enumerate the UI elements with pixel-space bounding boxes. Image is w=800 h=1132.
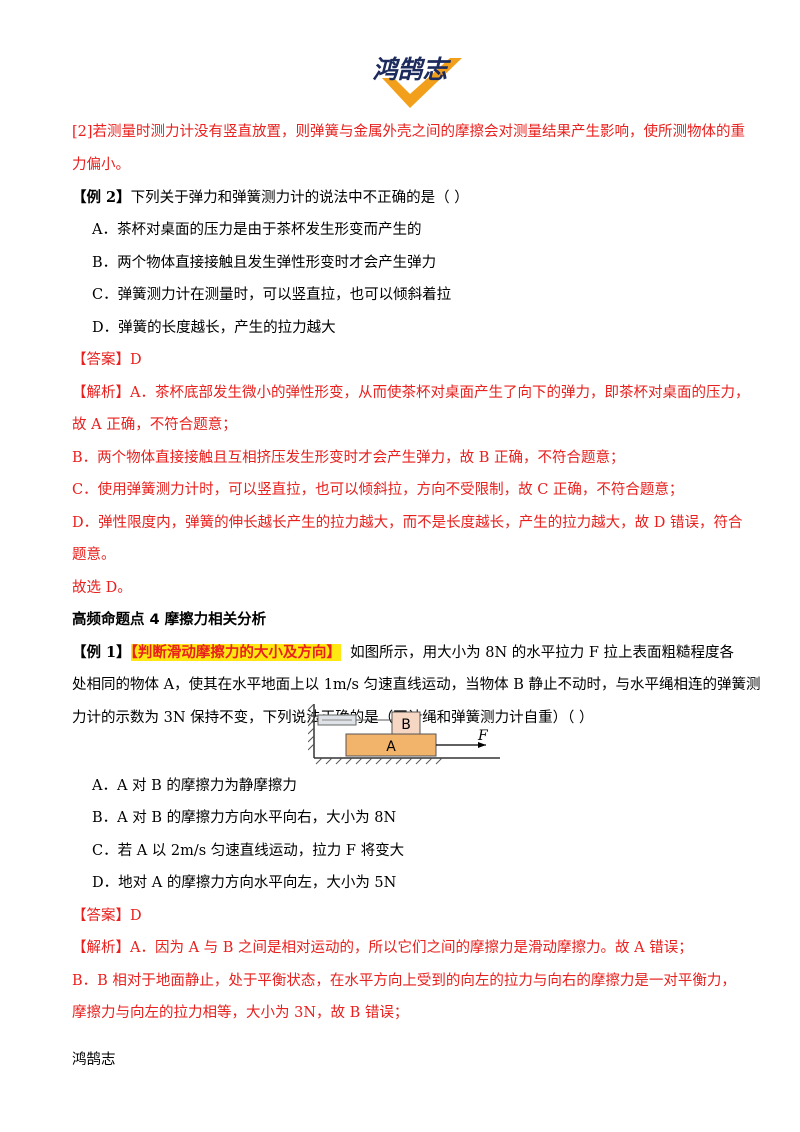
force-label: F (477, 728, 489, 744)
topic-highlight: 【判断滑动摩擦力的大小及方向】 (130, 644, 341, 661)
question-line: 【例 2】下列关于弹力和弹簧测力计的说法中不正确的是（ ） (72, 187, 469, 209)
answer-line: 【答案】D (72, 908, 142, 924)
option-b: B．两个物体直接接触且发生弹性形变时才会产生弹力 (92, 255, 437, 271)
example-tag: 【例 1】 (72, 644, 131, 661)
block-b (391, 711, 421, 735)
wall-hatch (308, 704, 315, 751)
explanation-line: 【解析】A．茶杯底部发生微小的弹性形变，从而使茶杯对桌面产生了向下的弹力，即茶杯… (72, 385, 750, 401)
option-c: C．弹簧测力计在测量时，可以竖直拉，也可以倾斜着拉 (92, 287, 452, 303)
logo: 鸿鹄志 (372, 55, 462, 108)
option-c: C．若 A 以 2m/s 匀速直线运动，拉力 F 将变大 (92, 843, 405, 859)
block-a-label: A (386, 739, 396, 755)
explanation-line: B．两个物体直接接触且互相挤压发生形变时才会产生弹力，故 B 正确，不符合题意； (72, 450, 625, 466)
answer-line: 【答案】D (72, 352, 142, 368)
explanation-line: B．B 相对于地面静止，处于平衡状态，在水平方向上受到的向左的拉力与向右的摩擦力… (72, 973, 736, 989)
explanation-line: 【解析】A．因为 A 与 B 之间是相对运动的，所以它们之间的摩擦力是滑动摩擦力… (72, 940, 693, 956)
question-line: 处相同的物体 A，使其在水平地面上以 1m/s 匀速直线运动，当物体 B 静止不… (72, 677, 761, 693)
section-heading: 高频命题点 4 摩擦力相关分析 (72, 612, 267, 628)
footer-text: 鸿鹄志 (72, 1052, 116, 1068)
explanation-line: 题意。 (72, 547, 116, 563)
logo-text: 鸿鹄志 (372, 55, 451, 84)
explanation-line: 故 A 正确，不符合题意； (72, 417, 237, 433)
option-a: A．茶杯对桌面的压力是由于茶杯发生形变而产生的 (92, 222, 422, 238)
block-b-label: B (401, 717, 411, 733)
logo-check-mark (382, 58, 462, 108)
explanation-line: 摩擦力与向左的拉力相等，大小为 3N，故 B 错误； (72, 1005, 409, 1021)
question-text: 如图所示，用大小为 8N 的水平拉力 F 拉上表面粗糙程度各 (350, 645, 735, 661)
force-arrow-head (478, 742, 486, 748)
question-line: 【例 1】【判断滑动摩擦力的大小及方向】 如图所示，用大小为 8N 的水平拉力 … (72, 642, 734, 664)
physics-figure: A B F (308, 704, 500, 765)
option-d: D．地对 A 的摩擦力方向水平向左，大小为 5N (92, 875, 397, 891)
conclusion-line: 故选 D。 (72, 580, 132, 596)
example-tag: 【例 2】 (72, 189, 131, 206)
question-text: 下列关于弹力和弹簧测力计的说法中不正确的是（ ） (130, 190, 469, 206)
option-b: B．A 对 B 的摩擦力方向水平向右，大小为 8N (92, 810, 397, 826)
option-a: A．A 对 B 的摩擦力为静摩擦力 (92, 778, 297, 794)
text-line: 力偏小。 (72, 157, 130, 173)
explanation-line: D．弹性限度内，弹簧的伸长越长产生的拉力越大，而不是长度越长，产生的拉力越大，故… (72, 515, 743, 531)
option-d: D．弹簧的长度越长，产生的拉力越大 (92, 320, 336, 336)
ground-hatch (315, 757, 443, 765)
explanation-line: C．使用弹簧测力计时，可以竖直拉，也可以倾斜拉，方向不受限制，故 C 正确，不符… (72, 482, 684, 498)
text-line: [2]若测量时测力计没有竖直放置，则弹簧与金属外壳之间的摩擦会对测量结果产生影响… (72, 124, 746, 140)
